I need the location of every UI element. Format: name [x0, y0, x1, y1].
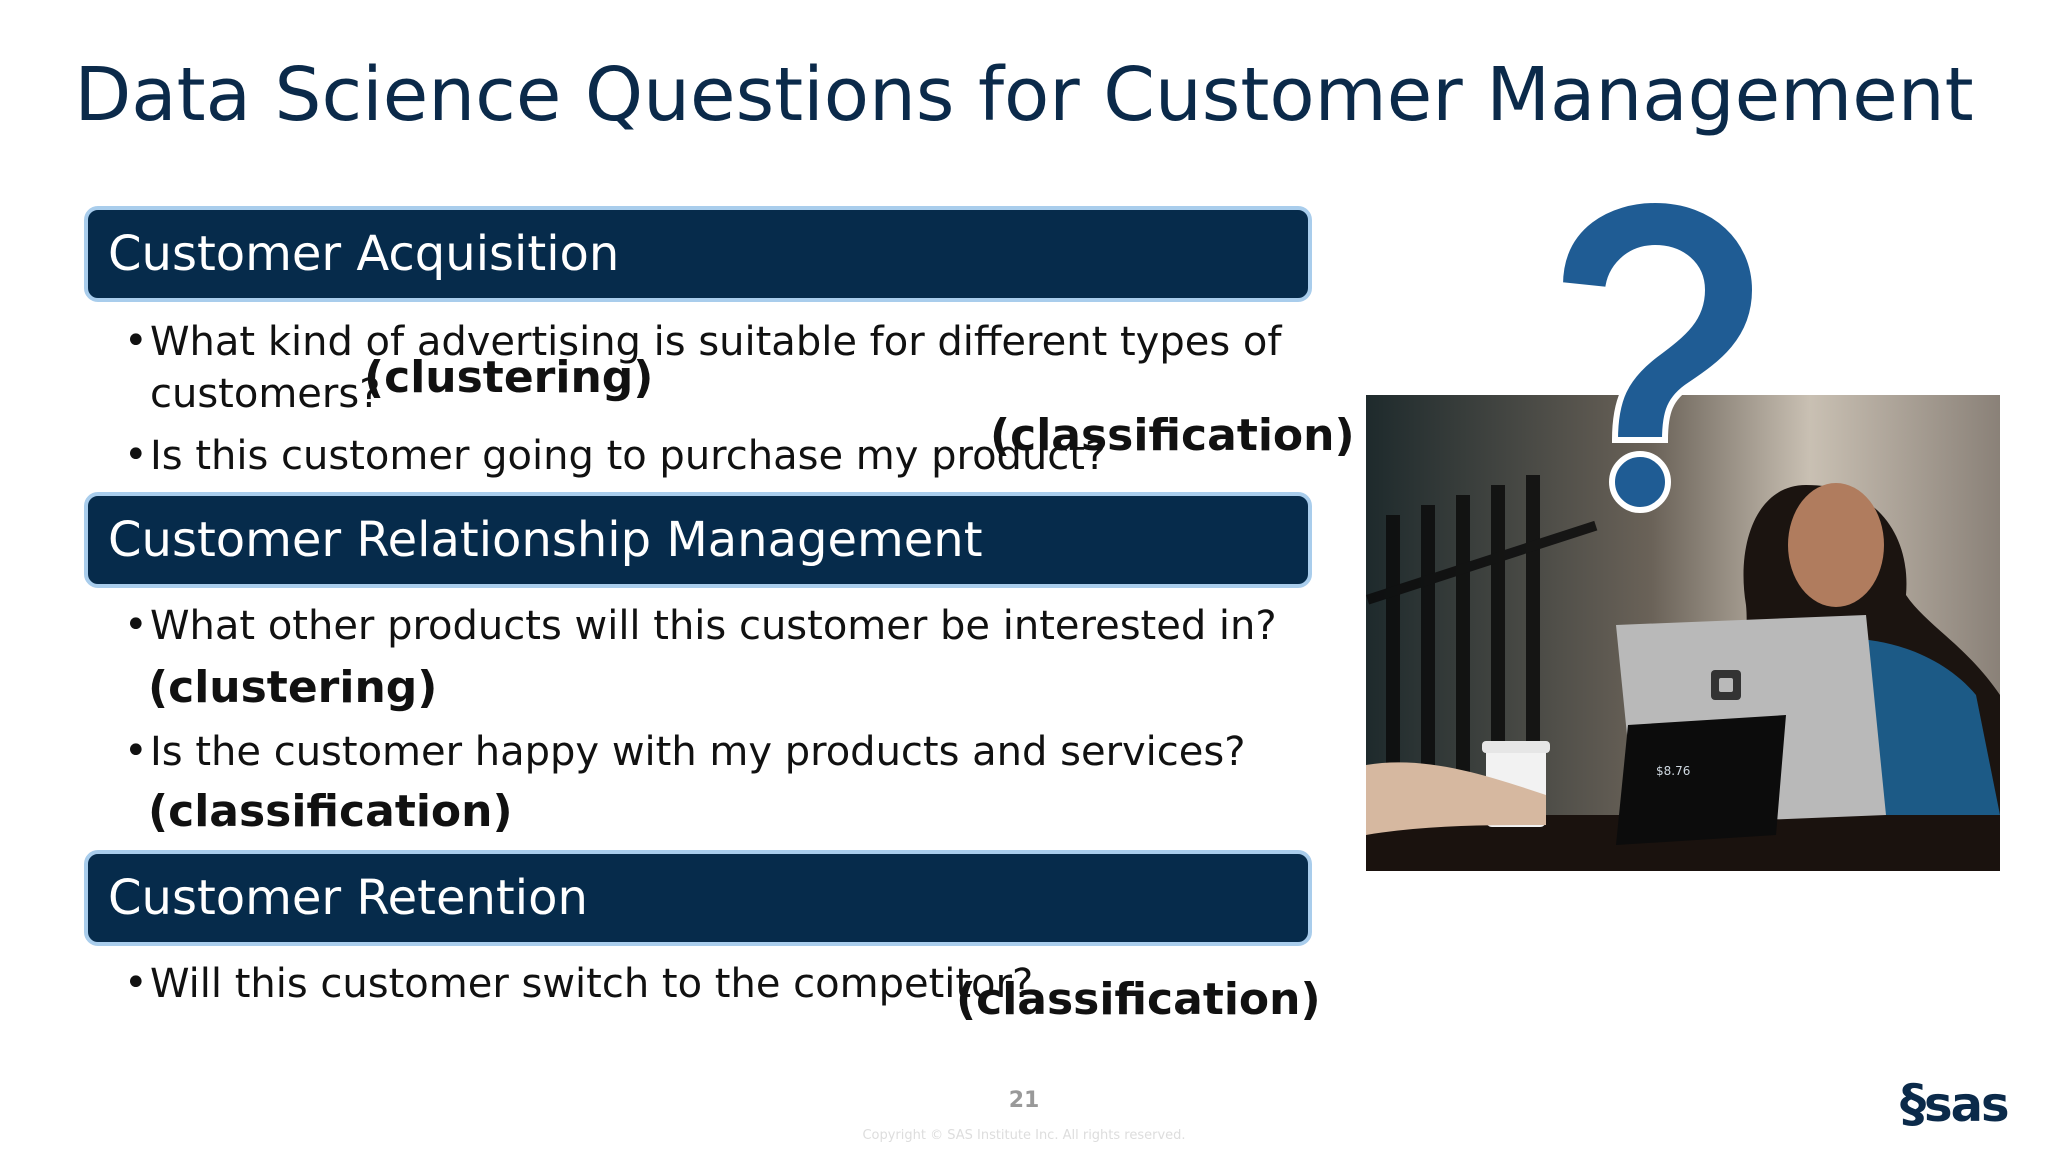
bullet-text: Is this customer going to purchase my pr… [150, 433, 1107, 479]
question-mark-icon [1556, 196, 1759, 513]
bullet-dot: • [124, 960, 148, 1006]
section-header-label: Customer Relationship Management [108, 512, 983, 568]
sas-logo: §sas [1900, 1074, 2010, 1134]
sas-logo-text: sas [1924, 1077, 2010, 1133]
section-header-customer-retention: Customer Retention [84, 850, 1312, 946]
tag-clustering: (clustering) [148, 662, 438, 713]
page-number: 21 [1008, 1088, 1040, 1113]
tag-clustering: (clustering) [364, 352, 654, 403]
sas-logo-mark: § [1900, 1074, 1926, 1134]
bullet-dot: • [124, 602, 148, 648]
bullet-dot: • [124, 432, 148, 478]
bullet-text: What other products will this customer b… [150, 603, 1277, 649]
tag-classification: (classification) [956, 974, 1321, 1025]
customer-photo: $8.76 [1366, 395, 2000, 871]
bullet-dot: • [124, 318, 148, 364]
bullet-text: Will this customer switch to the competi… [150, 961, 1034, 1007]
section-header-label: Customer Retention [108, 870, 588, 926]
bullet-text: What kind of advertising is suitable for… [150, 319, 1282, 365]
section-header-crm: Customer Relationship Management [84, 492, 1312, 588]
tag-classification: (classification) [990, 410, 1355, 461]
bullet-text-continued: customers? [150, 371, 381, 417]
bullet-dot: • [124, 728, 148, 774]
section-header-label: Customer Acquisition [108, 226, 620, 282]
tag-classification: (classification) [148, 786, 513, 837]
copyright-text: Copyright © SAS Institute Inc. All right… [862, 1128, 1186, 1143]
slide-title: Data Science Questions for Customer Mana… [74, 52, 1974, 138]
pos-amount: $8.76 [1656, 764, 1690, 778]
section-header-customer-acquisition: Customer Acquisition [84, 206, 1312, 302]
bullet-text: Is the customer happy with my products a… [150, 729, 1246, 775]
photo-illustration: $8.76 [1366, 395, 2000, 871]
